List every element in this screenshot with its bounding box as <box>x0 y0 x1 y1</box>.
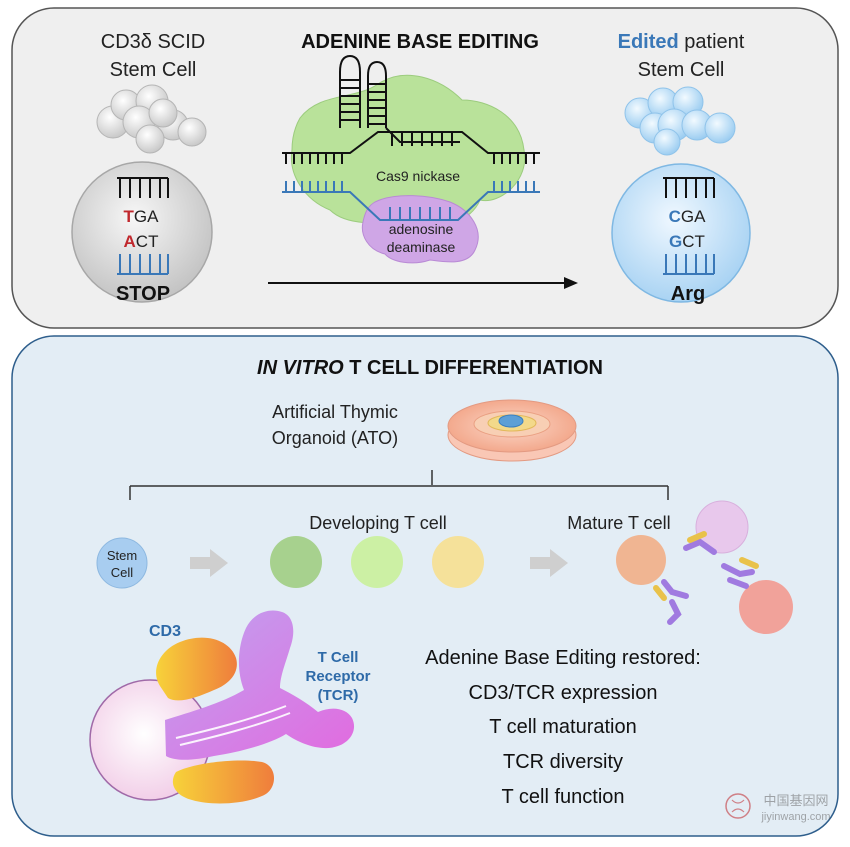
cas9-nickase-label: Cas9 nickase <box>376 168 460 184</box>
restored-heading: Adenine Base Editing restored: <box>425 647 701 669</box>
base-editing-panel: CD3δ SCID Stem Cell ADENINE BASE EDITING… <box>11 7 839 329</box>
deaminase-label-1: adenosine <box>389 221 454 237</box>
restored-item-4: T cell function <box>501 786 624 808</box>
watermark-cn: 中国基因网 <box>763 793 828 808</box>
right-title-rest: patient <box>679 31 745 53</box>
editing-arrow <box>268 277 578 289</box>
ato-label-line2: Organoid (ATO) <box>272 428 398 448</box>
mature-t-cells <box>616 500 793 634</box>
restored-item-2: T cell maturation <box>489 716 636 738</box>
guide-rna <box>339 54 460 143</box>
cd3-lower-subunit <box>172 760 274 804</box>
watermark: 中国基因网 jiyinwang.com <box>725 793 831 823</box>
tcr-molecule <box>165 610 355 760</box>
codon-bottom-right: GCT <box>669 232 705 251</box>
edited-stem-cell: CGA GCT Arg <box>611 163 751 305</box>
ato-label-line1: Artificial Thymic <box>272 402 398 422</box>
tcr-label-2: Receptor <box>305 668 370 685</box>
differentiation-panel: IN VITRO T CELL DIFFERENTIATION Artifici… <box>11 335 839 837</box>
watermark-url: jiyinwang.com <box>760 811 830 823</box>
base-editor-complex: Cas9 nickase adenosine deaminase <box>282 54 540 264</box>
dna-bottom-strand-right <box>663 254 715 275</box>
watermark-logo-icon <box>725 793 751 819</box>
target-dna-top <box>282 131 540 164</box>
progress-arrow-2 <box>530 549 568 577</box>
dna-top-strand-left <box>117 177 169 198</box>
target-dna-bottom <box>282 181 540 221</box>
developing-t-cell-label: Developing T cell <box>309 513 446 533</box>
cd3-upper-subunit <box>156 637 237 701</box>
mutated-base-a: A <box>124 232 136 251</box>
developing-cell-1 <box>270 536 322 588</box>
mutated-base-t: T <box>124 207 135 226</box>
gray-stem-cell-cluster <box>96 84 207 154</box>
stem-cell-small: Stem Cell <box>96 537 148 589</box>
left-title-line1: CD3δ SCID <box>101 31 205 53</box>
right-title-line1: Edited patient <box>618 31 745 53</box>
edited-base-g: G <box>669 232 682 251</box>
tcr-label-1: T Cell <box>318 649 359 666</box>
tcr-label-3: (TCR) <box>318 687 359 704</box>
stop-label: STOP <box>116 283 170 305</box>
codon-top-left: TGA <box>124 207 160 226</box>
center-title: ADENINE BASE EDITING <box>301 31 539 53</box>
codon-top-right: CGA <box>669 207 707 226</box>
dna-bottom-strand-left <box>117 254 169 275</box>
arg-label: Arg <box>671 283 705 305</box>
edited-base-c: C <box>669 207 681 226</box>
cd3-label: CD3 <box>149 623 181 640</box>
mature-t-cell-label: Mature T cell <box>567 513 670 533</box>
differentiation-title: IN VITRO T CELL DIFFERENTIATION <box>257 357 603 379</box>
codon-bottom-left: ACT <box>124 232 159 251</box>
stem-cell-label-2: Cell <box>111 565 134 580</box>
developing-cell-3 <box>432 536 484 588</box>
restored-item-3: TCR diversity <box>503 751 623 773</box>
progress-arrow-1 <box>190 549 228 577</box>
restored-functions-list: Adenine Base Editing restored: CD3/TCR e… <box>425 647 701 808</box>
edited-word: Edited <box>618 31 679 53</box>
ato-dish <box>447 399 577 462</box>
dna-top-strand-right <box>663 177 715 198</box>
left-title-line2: Stem Cell <box>110 59 197 81</box>
restored-item-1: CD3/TCR expression <box>469 682 658 704</box>
mature-cell-receptors <box>653 531 759 625</box>
deaminase-label-2: deaminase <box>387 239 456 255</box>
scid-stem-cell: TGA ACT STOP <box>71 161 213 305</box>
blue-stem-cell-cluster <box>624 86 736 156</box>
differentiation-bracket <box>129 470 669 500</box>
developing-cell-2 <box>351 536 403 588</box>
right-title-line2: Stem Cell <box>638 59 725 81</box>
stem-cell-label-1: Stem <box>107 548 137 563</box>
tcr-illustration: CD3 T Cell Receptor (TCR) <box>89 610 371 804</box>
